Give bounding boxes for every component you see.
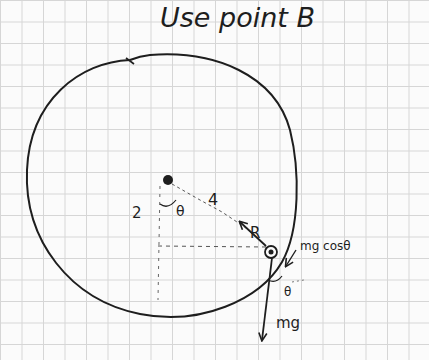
- radius-line: [172, 184, 266, 246]
- component-arrow: [286, 250, 296, 266]
- angle-arc: [268, 276, 282, 281]
- point-b-dot: [269, 250, 274, 255]
- force-label: R: [250, 226, 260, 241]
- dimension-label: 4: [208, 192, 218, 208]
- wheel-outline: [27, 54, 297, 317]
- point-b: [265, 246, 277, 258]
- angle-arc: [160, 200, 176, 206]
- weight-arrow: [262, 258, 272, 340]
- heading-note: Use point B: [160, 4, 315, 31]
- pointer-mark: [292, 280, 304, 282]
- angle-label: θ: [284, 286, 291, 298]
- tick-mark: [126, 58, 134, 64]
- centre-point: [163, 175, 173, 185]
- force-label: mg: [276, 316, 300, 331]
- force-label: mg cosθ: [300, 240, 351, 252]
- reaction-arrow: [240, 222, 266, 246]
- vertical-guide: [158, 186, 160, 300]
- dimension-label: 2: [132, 206, 142, 221]
- horizontal-guide: [158, 246, 266, 247]
- angle-label: θ: [176, 204, 185, 218]
